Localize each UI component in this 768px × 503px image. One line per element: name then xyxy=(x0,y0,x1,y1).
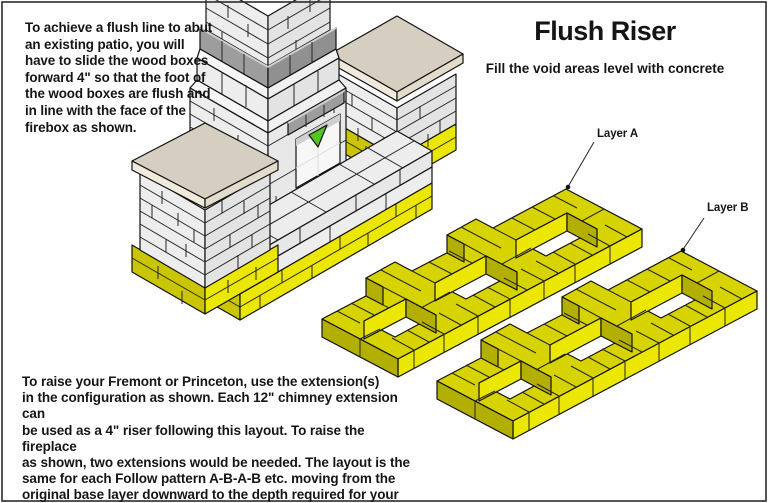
layer-a-diagram xyxy=(321,188,643,378)
layer-a-label: Layer A xyxy=(597,128,639,140)
green-marker xyxy=(308,124,328,148)
fireplace-illustration xyxy=(131,0,464,321)
instruction-note-bottom: To raise your Fremont or Princeton, use … xyxy=(22,374,410,503)
layer-b-label: Layer B xyxy=(707,202,749,214)
firebox xyxy=(287,90,345,189)
layer-b-diagram xyxy=(436,250,758,440)
page-subtitle: Fill the void areas level with concrete xyxy=(485,61,725,76)
title-block: Flush Riser Fill the void areas level wi… xyxy=(450,16,760,76)
layer-a-leader xyxy=(565,141,595,190)
layer-b-leader xyxy=(680,217,705,253)
page-title: Flush Riser xyxy=(534,16,676,46)
hearth-base xyxy=(204,130,433,321)
left-woodbox xyxy=(131,122,279,315)
